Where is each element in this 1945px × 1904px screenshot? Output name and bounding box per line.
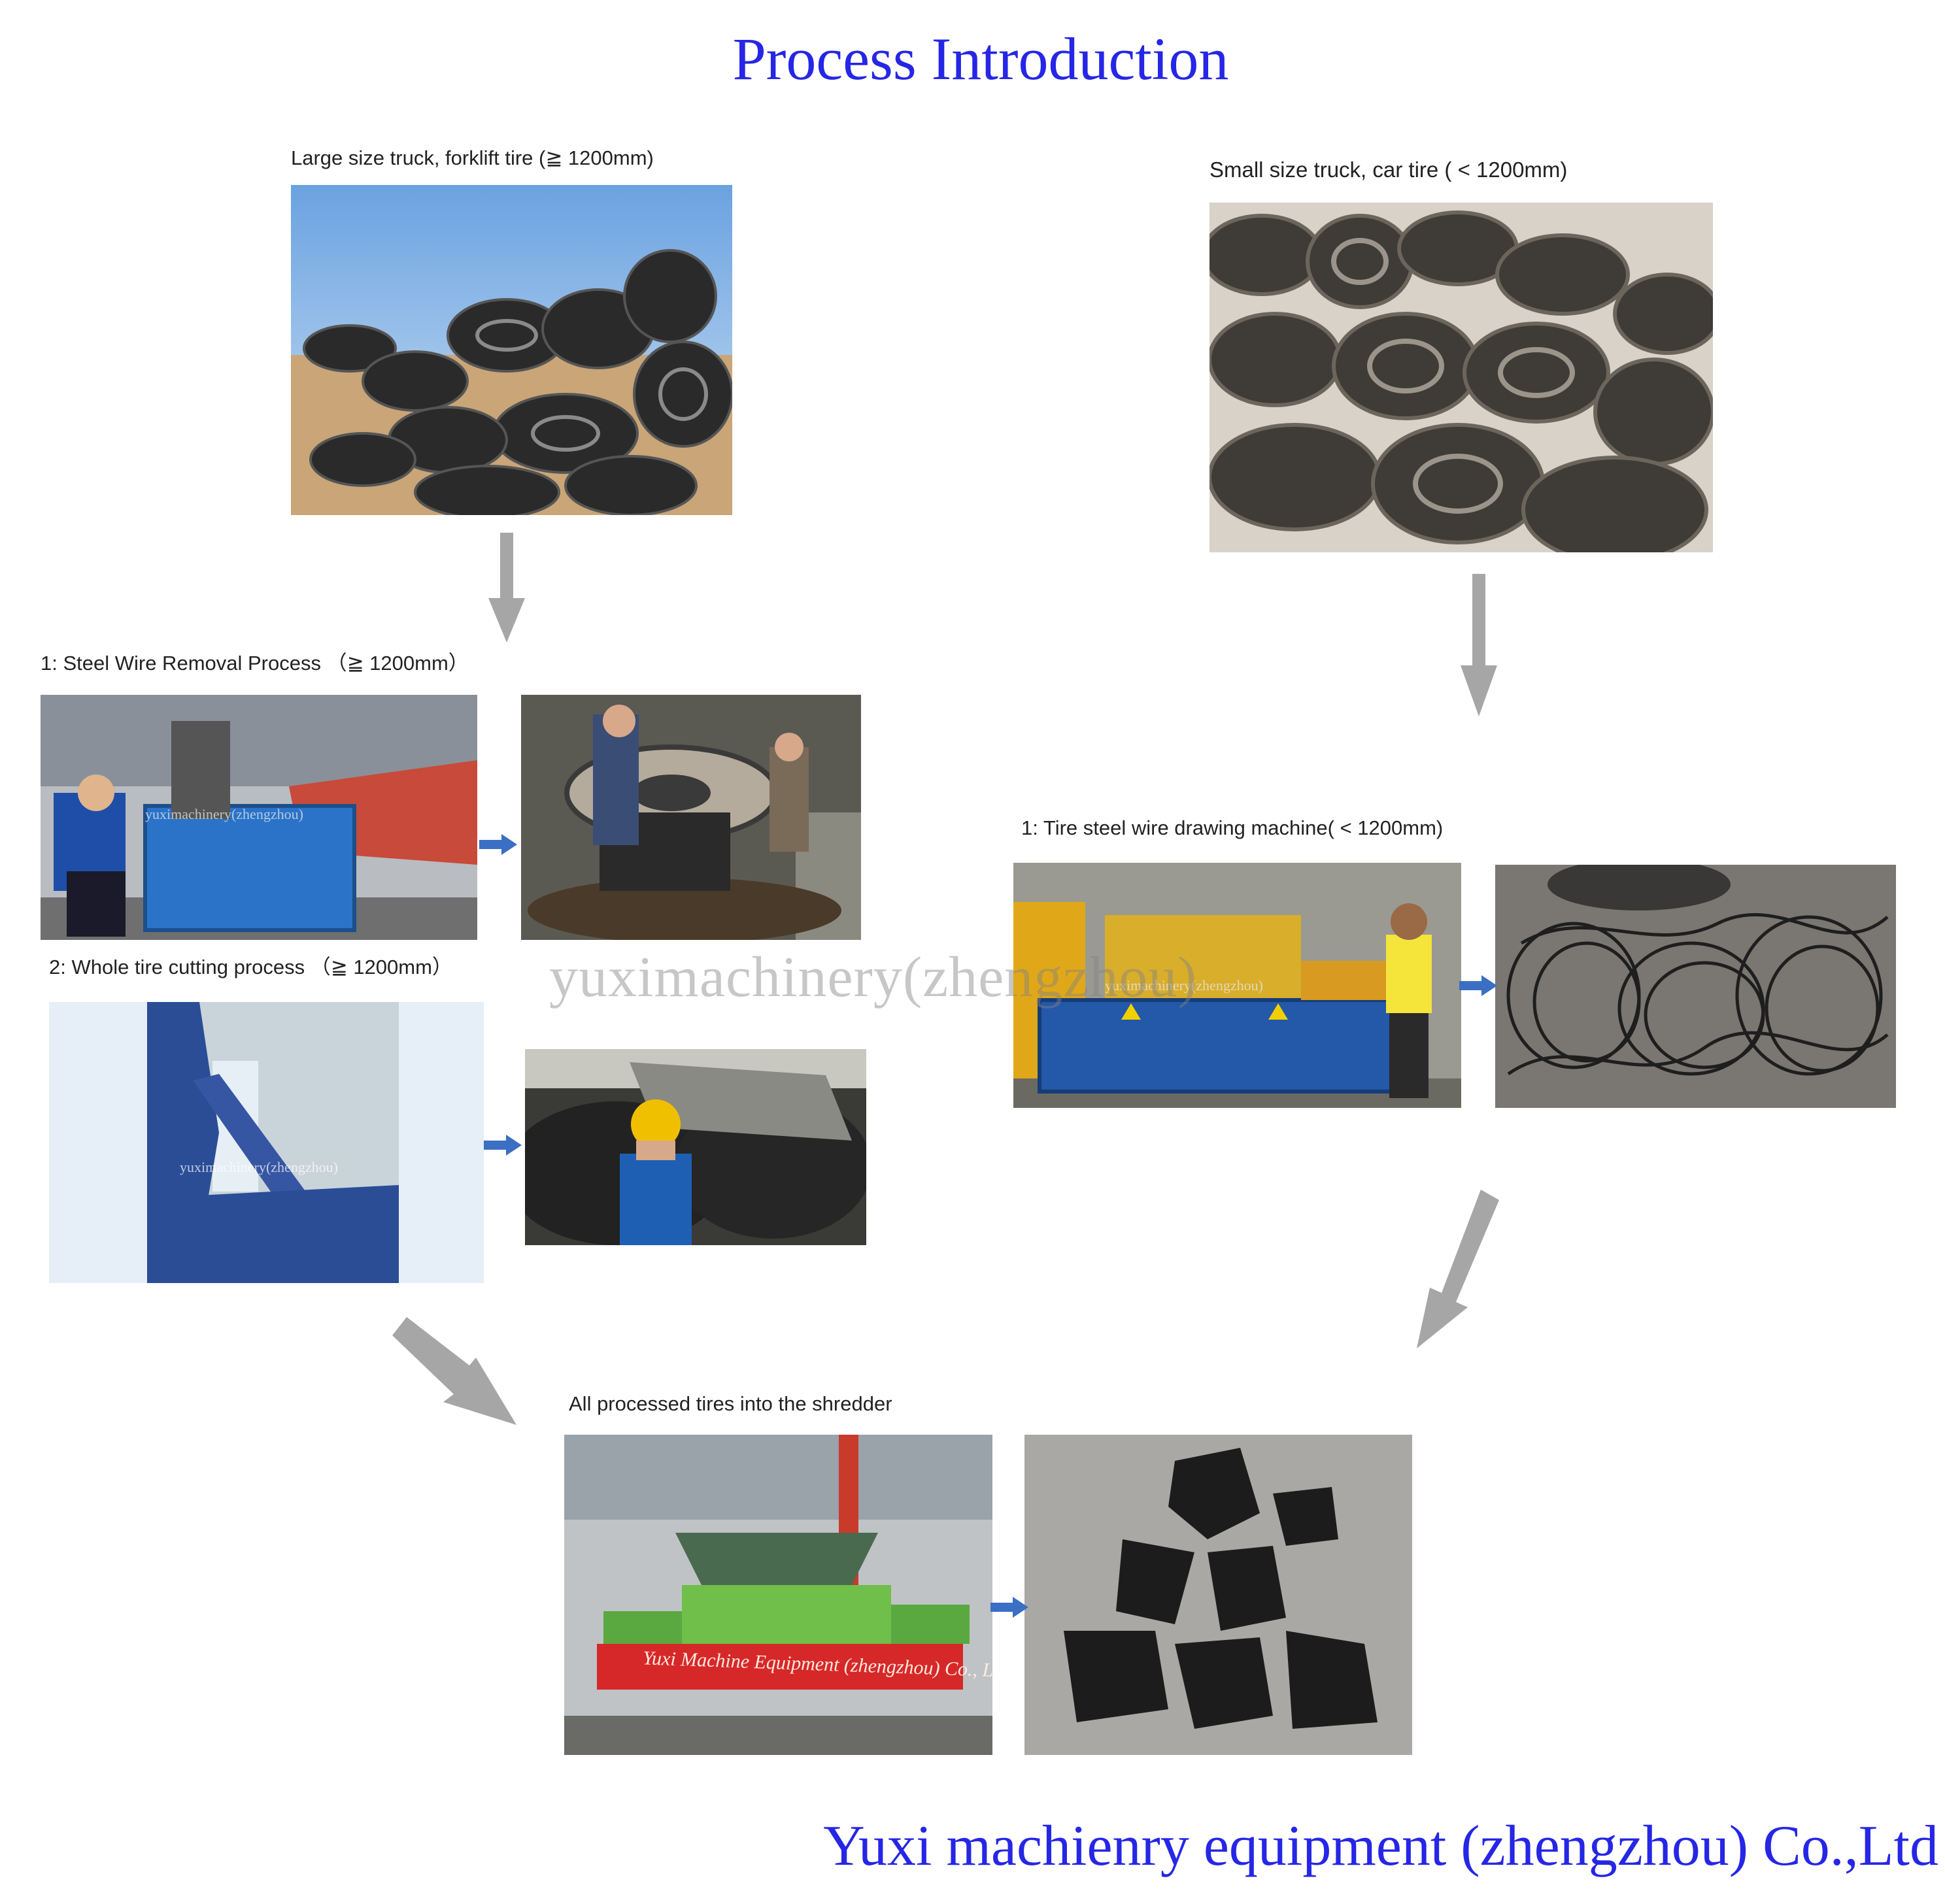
photo-shredder-machine: Yuxi Machine Equipment (zhengzhou) Co., … bbox=[564, 1435, 992, 1755]
photo-whole-tire-cutting-machine: yuximachinery(zhengzhou) bbox=[49, 1002, 484, 1283]
caption-whole-tire-cutting: 2: Whole tire cutting process （≧ 1200mm） bbox=[49, 956, 452, 978]
caption-shredder: All processed tires into the shredder bbox=[569, 1392, 892, 1415]
caption-steel-wire-removal: 1: Steel Wire Removal Process （≧ 1200mm） bbox=[41, 652, 469, 675]
page-title: Process Introduction bbox=[732, 25, 1229, 92]
caption-large-tire: Large size truck, forklift tire (≧ 1200m… bbox=[291, 146, 654, 169]
down-right-arrow-icon bbox=[392, 1317, 516, 1425]
down-left-arrow-icon bbox=[1417, 1190, 1499, 1348]
watermark-small: yuximachinery(zhengzhou) bbox=[180, 1159, 338, 1175]
photo-wire-removal-operation bbox=[521, 695, 861, 940]
right-arrow-icon bbox=[484, 1135, 522, 1156]
down-arrow-icon bbox=[1461, 574, 1497, 716]
caption-wire-drawing-machine: 1: Tire steel wire drawing machine( < 12… bbox=[1021, 816, 1444, 839]
watermark: yuximachinery(zhengzhou) bbox=[549, 946, 1198, 1009]
right-arrow-icon bbox=[479, 834, 517, 855]
photo-large-tires bbox=[291, 185, 732, 515]
company-footer: Yuxi machienry equipment (zhengzhou) Co.… bbox=[823, 1814, 1938, 1878]
photo-small-tires bbox=[1209, 203, 1713, 552]
caption-small-tire: Small size truck, car tire ( < 1200mm) bbox=[1209, 158, 1568, 182]
photo-steel-wire-result bbox=[1495, 865, 1896, 1108]
right-arrow-icon bbox=[990, 1597, 1028, 1618]
right-arrow-icon bbox=[1459, 975, 1497, 996]
photo-cut-tire bbox=[525, 1049, 866, 1245]
watermark-small: yuximachinery(zhengzhou) bbox=[145, 806, 303, 822]
watermark-small: yuximachinery(zhengzhou) bbox=[1105, 977, 1263, 994]
photo-wire-removal-machine: yuximachinery(zhengzhou) bbox=[41, 695, 477, 940]
photo-shredded-output bbox=[1024, 1435, 1412, 1755]
down-arrow-icon bbox=[488, 533, 525, 643]
photo-wire-drawing-machine: yuximachinery(zhengzhou) bbox=[1013, 863, 1461, 1108]
